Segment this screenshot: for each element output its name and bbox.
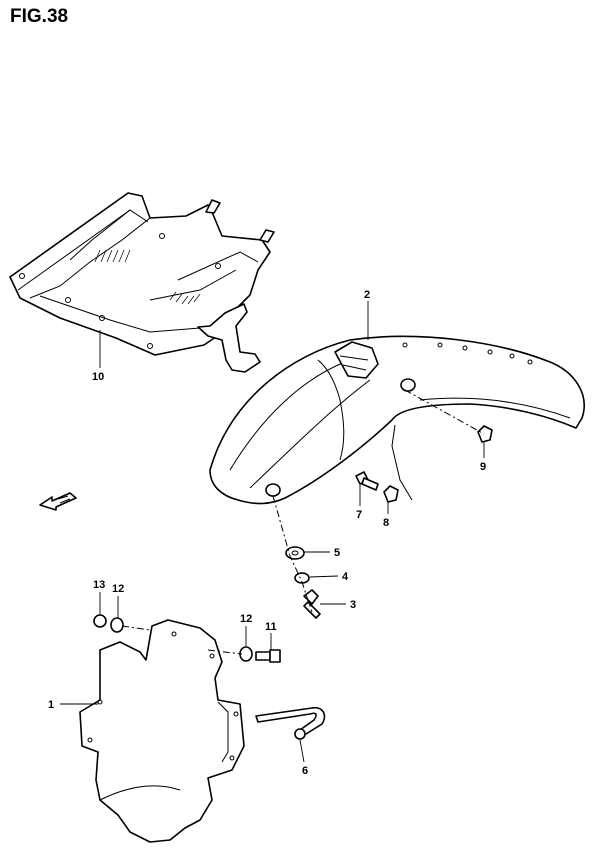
callout-13: 13 xyxy=(93,579,105,591)
callout-11: 11 xyxy=(265,621,277,633)
part-13-nut xyxy=(93,614,107,628)
callout-7: 7 xyxy=(356,509,362,521)
assembly-line xyxy=(207,649,243,655)
callout-3: 3 xyxy=(350,599,356,611)
assembly-line xyxy=(404,389,485,435)
callout-12-right: 12 xyxy=(240,613,252,625)
part-5-washer xyxy=(285,546,305,560)
leader-line xyxy=(299,739,305,763)
callout-1: 1 xyxy=(48,699,54,711)
callout-2: 2 xyxy=(364,289,370,301)
front-direction-arrow-icon xyxy=(39,492,77,511)
callout-6: 6 xyxy=(302,765,308,777)
callout-12-left: 12 xyxy=(112,583,124,595)
part-8-washer xyxy=(383,485,399,503)
callout-4: 4 xyxy=(342,571,349,583)
part-3-bolt xyxy=(303,589,321,619)
figure-title: FIG.38 xyxy=(10,6,69,27)
part-12-washer-left xyxy=(110,617,124,633)
assembly-line xyxy=(121,625,151,631)
part-6-clamp xyxy=(255,706,326,740)
leader-line xyxy=(309,575,339,578)
callout-10: 10 xyxy=(92,371,104,383)
part-11-bolt xyxy=(255,649,281,663)
part-2-front-fender xyxy=(209,335,585,505)
callout-9: 9 xyxy=(480,461,486,473)
part-10-tray xyxy=(9,192,275,373)
part-7-bolt xyxy=(355,471,379,491)
callout-5: 5 xyxy=(334,547,340,559)
callout-8: 8 xyxy=(383,517,389,529)
part-1-mud-flap xyxy=(79,619,245,843)
assembly-line xyxy=(272,495,313,613)
part-9-nut xyxy=(477,425,493,443)
